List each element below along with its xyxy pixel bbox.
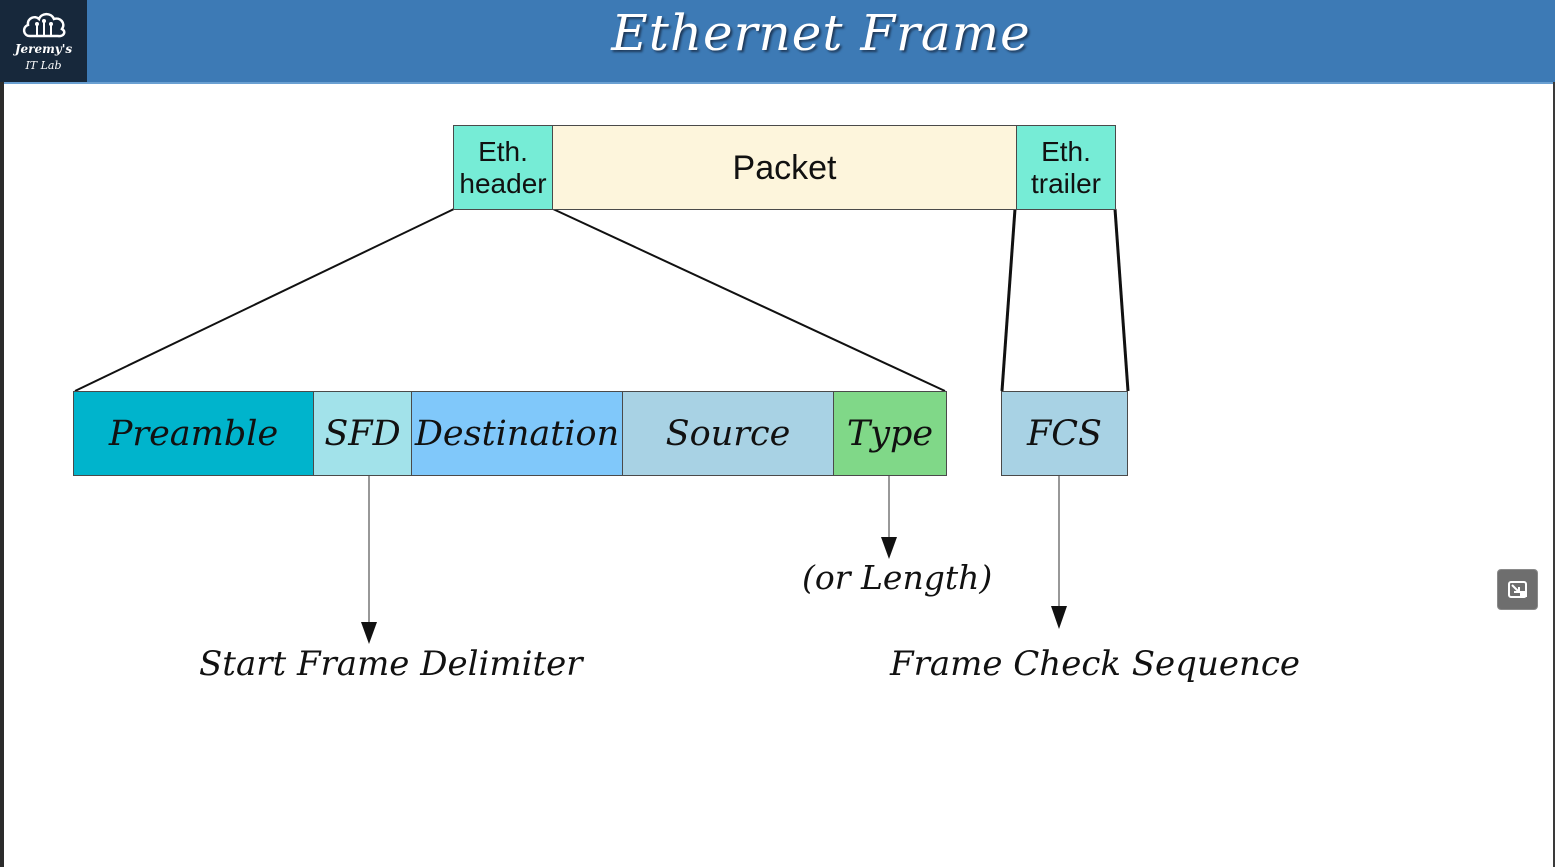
fcs-label: FCS [1026,413,1103,454]
trailer-expand-line-right [1113,208,1130,392]
eth-trailer-label: Eth.trailer [1030,135,1101,199]
destination-label: Destination [414,413,620,454]
eth-header-label: Eth.header [459,135,547,199]
source-field: Source [622,391,834,476]
page-title: Ethernet Frame [611,4,1031,62]
header-expand-line-left [74,208,455,392]
sfd-label: SFD [324,413,401,454]
logo-text-lab: IT Lab [25,59,62,72]
header-expand-line-right [552,208,946,392]
destination-field: Destination [411,391,623,476]
source-label: Source [665,413,791,454]
packet-box: Packet [552,125,1017,210]
packet-label: Packet [732,148,837,187]
eth-header-box: Eth.header [453,125,553,210]
type-alt-annotation: (or Length) [802,558,993,597]
eth-trailer-box: Eth.trailer [1016,125,1116,210]
type-label: Type [846,413,934,454]
left-border [0,82,4,867]
title-bar: Jeremy's IT Lab Ethernet Frame [0,0,1555,84]
preamble-field: Preamble [73,391,314,476]
type-field: Type [833,391,947,476]
exit-fullscreen-icon [1508,581,1527,598]
sfd-meaning-annotation: Start Frame Delimiter [199,644,583,684]
cloud-circuit-icon [22,12,66,38]
sfd-field: SFD [313,391,412,476]
preamble-label: Preamble [108,413,279,454]
fcs-field: FCS [1001,391,1128,476]
right-border [1553,82,1555,867]
type-arrow-head [881,537,897,559]
fcs-meaning-annotation: Frame Check Sequence [890,644,1301,684]
trailer-expand-line-left [1000,208,1017,392]
exit-fullscreen-button[interactable] [1497,569,1538,610]
logo-text-name: Jeremy's [14,42,73,56]
sfd-arrow-head [361,622,377,644]
logo: Jeremy's IT Lab [0,0,87,82]
fcs-arrow-head [1051,606,1067,629]
